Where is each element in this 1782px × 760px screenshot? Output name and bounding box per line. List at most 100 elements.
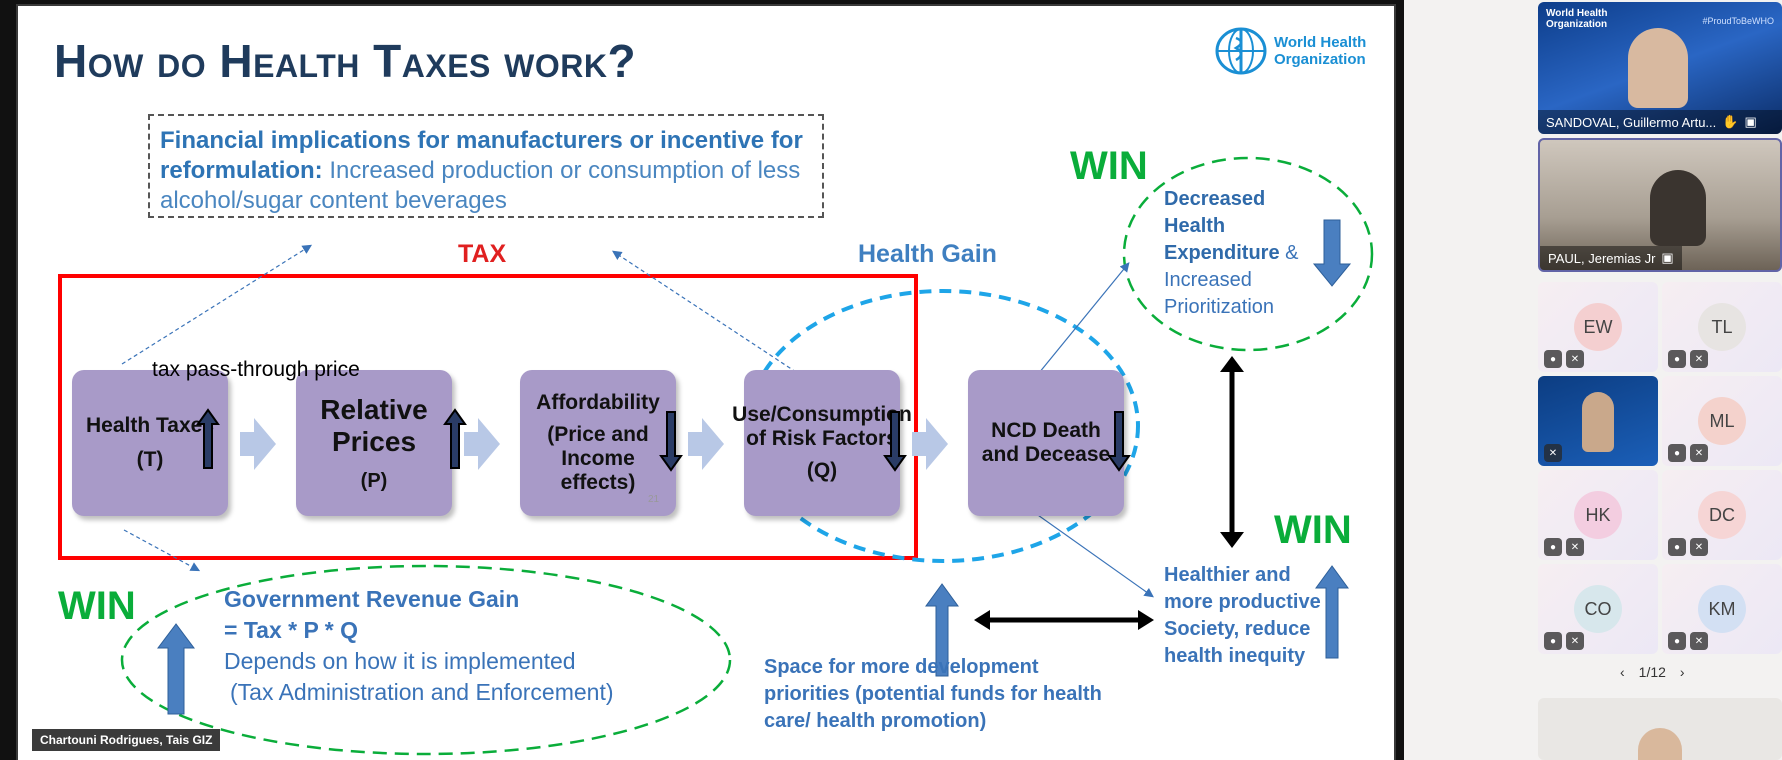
mic-off-icon: ✕ [1690, 538, 1708, 556]
avatar: EW [1574, 303, 1622, 351]
screen-share-icon: ▣ [1661, 250, 1674, 265]
participant-figure [1638, 728, 1682, 760]
mic-off-icon: ✕ [1690, 350, 1708, 368]
box-relative-prices: Relative Prices (P) [296, 370, 452, 516]
decreased-amp: & [1279, 242, 1299, 264]
who-emblem-icon [1215, 27, 1267, 75]
mic-off-icon: ✕ [1690, 632, 1708, 650]
slide-title: How do Health Taxes work? [54, 35, 637, 87]
avatar: TL [1698, 303, 1746, 351]
who-name-line1: World Health [1274, 34, 1367, 51]
decreased-bold: Decreased Health Expenditure [1164, 188, 1280, 264]
box-ncd-death-title: NCD Death and Decease [981, 419, 1111, 466]
avatar: CO [1574, 585, 1622, 633]
down-arrow-expenditure [1312, 219, 1352, 287]
hand-icon: ● [1544, 350, 1562, 368]
video-name-paul: PAUL, Jeremias Jr [1548, 250, 1656, 266]
participant-tile-co[interactable]: CO ●✕ [1538, 564, 1658, 654]
box-indicator-arrows [196, 408, 1131, 472]
who-logo: World Health Organization [1214, 26, 1366, 76]
mic-off-icon: ✕ [1544, 444, 1562, 462]
financial-implications-box: Financial implications for manufacturers… [148, 114, 824, 218]
participant-tile-ew[interactable]: EW ●✕ [1538, 282, 1658, 372]
hand-icon: ● [1668, 632, 1686, 650]
development-space-text: Space for more development priorities (p… [764, 656, 1102, 732]
participant-tile-ml[interactable]: ML ●✕ [1662, 376, 1782, 466]
financial-heading: Financial implications for manufacturers… [160, 127, 803, 184]
tax-label: TAX [458, 240, 507, 268]
gov-line1: Government Revenue Gain [224, 586, 520, 612]
gov-line3: Depends on how it is implemented [224, 648, 576, 674]
mic-off-icon: ✕ [1566, 632, 1584, 650]
up-arrow-revenue [157, 623, 195, 715]
mic-off-icon: ✕ [1566, 350, 1584, 368]
win-revenue-ellipse [120, 564, 732, 756]
box-use-consumption-title: Use/Consumption of Risk Factors [732, 403, 912, 450]
video-hashtag: #ProudToBeWHO [1702, 16, 1774, 26]
chevron-right-icon[interactable]: › [1679, 664, 1685, 680]
chevron-left-icon[interactable]: ‹ [1620, 664, 1625, 680]
avatar: KM [1698, 585, 1746, 633]
win-label-top: WIN [1070, 144, 1148, 188]
participant-tile-video[interactable]: ✕ [1538, 376, 1658, 466]
box-use-consumption: Use/Consumption of Risk Factors (Q) [732, 370, 912, 516]
government-revenue-text: Government Revenue Gain = Tax * P * Q De… [224, 584, 614, 708]
presentation-slide: How do Health Taxes work? World Health O… [16, 4, 1396, 760]
participant-figure [1650, 170, 1706, 246]
participant-tile-km[interactable]: KM ●✕ [1662, 564, 1782, 654]
gov-line4: (Tax Administration and Enforcement) [230, 679, 614, 705]
participant-tile-tl[interactable]: TL ●✕ [1662, 282, 1782, 372]
health-gain-label: Health Gain [858, 240, 997, 268]
arrow-up-icon [196, 408, 220, 469]
win-label-left: WIN [58, 584, 136, 628]
video-tile-sandoval[interactable]: World Health Organization #ProudToBeWHO … [1538, 2, 1782, 134]
up-arrow-healthier [1315, 565, 1349, 659]
healthier-society-text: Healthier and more productive Society, r… [1164, 564, 1321, 667]
box-affordability-sub: (Price and Income effects) [547, 423, 649, 494]
screen-share-icon: ▣ [1744, 114, 1757, 129]
video-name-sandoval: SANDOVAL, Guillermo Artu... [1546, 114, 1717, 130]
box-health-taxes-sub: (T) [136, 448, 164, 471]
pager-label: 1/12 [1638, 664, 1666, 680]
win-expenditure-ellipse [1122, 156, 1374, 352]
up-arrow-space [925, 583, 959, 677]
avatar: DC [1698, 491, 1746, 539]
hand-icon: ● [1668, 538, 1686, 556]
mic-off-icon: ✕ [1690, 444, 1708, 462]
avatar: HK [1574, 491, 1622, 539]
gov-line2: = Tax * P * Q [224, 617, 359, 643]
arrow-down-icon [883, 411, 907, 472]
presenter-nameplate: Chartouni Rodrigues, Tais GIZ [32, 729, 221, 751]
arrow-up-icon [443, 408, 467, 469]
box-affordability: Affordability (Price and Income effects) [520, 370, 676, 516]
decreased-expenditure-text: Decreased Health Expenditure & Increased… [1164, 186, 1324, 321]
participant-tile-hk[interactable]: HK ●✕ [1538, 470, 1658, 560]
video-tile-partial[interactable] [1538, 698, 1782, 760]
box-ncd-death: NCD Death and Decease [968, 370, 1124, 516]
arrow-down-icon [1107, 411, 1131, 472]
participant-pager: ‹ 1/12 › [1620, 664, 1685, 680]
tax-rectangle [58, 274, 918, 560]
participant-figure [1582, 392, 1614, 452]
participant-tile-dc[interactable]: DC ●✕ [1662, 470, 1782, 560]
box-affordability-title: Affordability [536, 391, 660, 414]
participant-figure [1628, 28, 1688, 108]
arrow-down-icon [659, 411, 683, 472]
slide-number: 21 [648, 494, 660, 505]
diagram-lines [58, 156, 1374, 756]
video-tile-paul[interactable]: PAUL, Jeremias Jr ▣ [1538, 138, 1782, 272]
hand-icon: ● [1544, 632, 1562, 650]
who-name-line2: Organization [1274, 51, 1366, 68]
avatar: ML [1698, 397, 1746, 445]
pass-through-label: tax pass-through price [152, 358, 360, 381]
flow-arrows [240, 418, 948, 470]
box-health-taxes: Health Taxes (T) [72, 370, 228, 516]
hand-icon: ● [1668, 444, 1686, 462]
box-relative-prices-title: Relative Prices [320, 393, 428, 457]
box-relative-prices-sub: (P) [360, 469, 388, 492]
participants-panel: World Health Organization #ProudToBeWHO … [1404, 0, 1782, 760]
mic-off-icon: ✕ [1566, 538, 1584, 556]
win-label-right: WIN [1274, 508, 1352, 552]
box-health-taxes-title: Health Taxes [86, 414, 214, 437]
financial-text: Increased production or consumption of l… [160, 157, 801, 214]
